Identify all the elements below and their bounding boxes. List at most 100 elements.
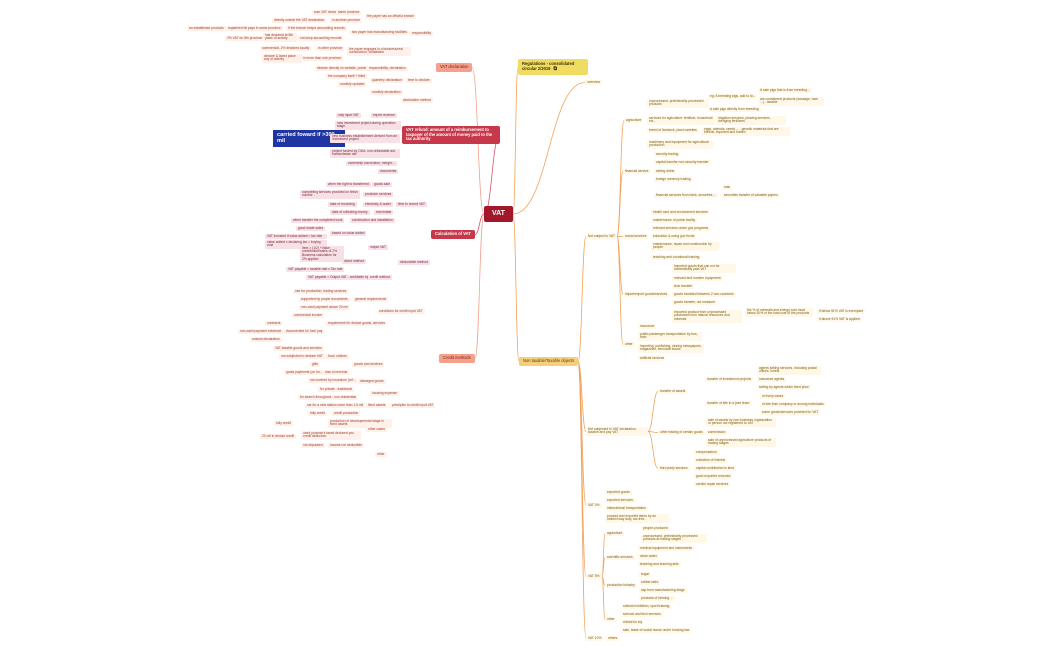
calc-item: credit method (368, 274, 392, 280)
soc-item: maintenance of public facility (651, 217, 698, 223)
credit-item: production of developmental stage in fix… (328, 419, 392, 428)
vat-10-node[interactable]: VAT 10% (586, 635, 604, 641)
soc-item: relevant services under gov programs (651, 225, 711, 231)
connector-line (616, 236, 624, 345)
connector-line (577, 361, 587, 432)
decl-item: in another province (330, 17, 363, 23)
tr-item: of every cases (760, 393, 786, 399)
root-node[interactable]: VAT (484, 206, 513, 223)
connector-line (577, 361, 587, 639)
other-node[interactable]: other (623, 341, 635, 347)
decl-item: 2% VAT for 8th province (225, 35, 265, 41)
calc-item: time to record VAT (396, 201, 427, 207)
agri-item: are considered products (sausage, ham ..… (758, 97, 824, 106)
vat-refund-node[interactable]: VAT refund: amount of a reimbursement to… (402, 126, 500, 145)
decl-item: the payer has an office/a branch (365, 13, 417, 19)
ot-item: sale of unprocessed agriculture products… (706, 438, 776, 447)
carried-forward-note: carried foward if >300 mil (273, 130, 345, 147)
oth-item: importing, publishing, storing newspaper… (638, 344, 704, 353)
agri-item: breed of livestock, plant varieties (647, 127, 699, 133)
agri-item: unprocessed, preliminarily processed pro… (647, 99, 709, 108)
vat5-prod-item: sap from manufacturing stage (639, 587, 687, 593)
credit-item: fixed assets (366, 402, 388, 408)
fin-item: loan (722, 184, 733, 190)
fin-item: financial services from bank, securities… (654, 192, 719, 198)
credit-item: use for production, trading services (293, 288, 349, 294)
fin-item: securities transfer of valuable papers (722, 192, 780, 198)
credit-item: other (375, 451, 387, 457)
credit-item: contracts (265, 320, 283, 326)
import-export-node[interactable]: import/export goods/services (623, 291, 670, 297)
credit-methods-node[interactable]: Credit methods (439, 354, 475, 363)
agri-item: machinery and equipment for agricultural… (647, 140, 713, 149)
agriculture-node[interactable]: agriculture (624, 117, 644, 123)
financial-service-node[interactable]: financial service (623, 168, 651, 174)
credit-item: non-cash payment above 20 mil (299, 304, 350, 310)
soc-item: maintenance, repair and construction by … (651, 242, 719, 251)
vat5-agri-item: unprocessed, preliminarily processed pro… (641, 534, 707, 543)
calc-item: provision services (363, 191, 394, 197)
credit-item: car for a new station more than 1.6 mil (305, 402, 366, 408)
vat10-item: others (606, 635, 620, 641)
calc-item: date of collecting money (330, 209, 370, 215)
decl-item: two payer has manufacturing facilities (350, 29, 409, 35)
transfer-assets-node[interactable]: transfer of assets (658, 388, 688, 394)
not-subject-vat-node[interactable]: Not subject to VAT (586, 233, 617, 239)
decl-item: responsibility (410, 30, 434, 36)
vat5-other-node[interactable]: other (605, 616, 617, 622)
vat-declaration-node[interactable]: VAT declaration (436, 63, 473, 72)
credit-item: fully credit (308, 410, 327, 416)
vat5-production-node[interactable]: production industry (605, 582, 637, 588)
fin-item: security trading (654, 151, 681, 157)
imp-item: relevant and modern equipment (672, 275, 723, 281)
not-subject-declaration-node[interactable]: Not subjected to VAT declaration, taxabl… (586, 427, 648, 436)
overview-node[interactable]: overview (585, 79, 603, 85)
soc-item: teaching and vocational training (651, 254, 702, 260)
vat5-agriculture-node[interactable]: agriculture (605, 530, 625, 536)
vat-0-node[interactable]: VAT 0% (586, 502, 602, 508)
credit-item: goods and services (352, 361, 385, 367)
fin-item: foreign currency trading (654, 176, 693, 182)
credit-item: documented for 'last' pay (284, 328, 325, 334)
calc-item: when transfer the completed work (291, 217, 345, 223)
vat5-prod-item: sugar (639, 571, 652, 577)
imp-item: the % of minerals and energy cost must b… (745, 308, 813, 317)
decl-item: commercial, 2% declared locally (260, 45, 312, 51)
credit-item: quota payments (on lm... (284, 369, 325, 375)
credit-item: supported by proper documents (299, 296, 350, 302)
third-item: collection of interest (694, 457, 728, 463)
third-party-services-node[interactable]: third party services (658, 465, 690, 471)
calc-item: value added x declaring tax = buying cos… (265, 240, 327, 249)
social-services-node[interactable]: social services (623, 233, 649, 239)
credit-item: credit production (332, 410, 361, 416)
other-trading-node[interactable]: other trading of certain goods (658, 429, 705, 435)
calculation-vat-node[interactable]: Calculation of VAT (431, 230, 475, 239)
vat0-item: product and exported items by an indirec… (605, 514, 669, 523)
credit-item: other cases (366, 426, 388, 432)
credit-item: general requirements (353, 296, 389, 302)
vat-5-node[interactable]: VAT 5% (586, 573, 602, 579)
connector-line (474, 213, 485, 359)
agri-item: eggs, animals, seeds ... - genetic mater… (702, 127, 790, 136)
credit-item: fully credit (274, 420, 293, 426)
regulations-node[interactable]: Regulations - consolidated circular 2/20… (518, 59, 588, 76)
connector-line (512, 213, 520, 362)
tr-item: of site from company or among individual… (760, 401, 826, 407)
vat5-oth-item: sale, lease of social house under housin… (621, 627, 692, 633)
credit-item: commercial invoice (292, 312, 325, 318)
credit-item: VAT-taxable goods and services (273, 345, 324, 351)
tr-item: insurance agents (757, 376, 787, 382)
non-taxable-objects-node[interactable]: Non taxable/Taxable objects (519, 357, 579, 366)
refund-item: new investment project during operation … (335, 121, 401, 130)
imp-item: goods transited between 2 non-countries (672, 291, 736, 297)
external-link-icon[interactable]: ⧉ (553, 65, 558, 72)
calc-item: based on value added (330, 230, 367, 236)
vat5-scientific-node[interactable]: scientific services (605, 554, 635, 560)
regulations-label: Regulations - consolidated circular 2/20… (522, 61, 575, 71)
decl-item: same province (336, 9, 362, 15)
decl-item: directly submit the VAT declaration (272, 17, 327, 23)
vat5-oth-item: cultural exhibition, sport training (621, 603, 672, 609)
tr-item: transfer of site in a joint team (705, 400, 752, 406)
credit-item: income not deductible (328, 442, 365, 448)
calc-item: goods sale (372, 181, 392, 187)
